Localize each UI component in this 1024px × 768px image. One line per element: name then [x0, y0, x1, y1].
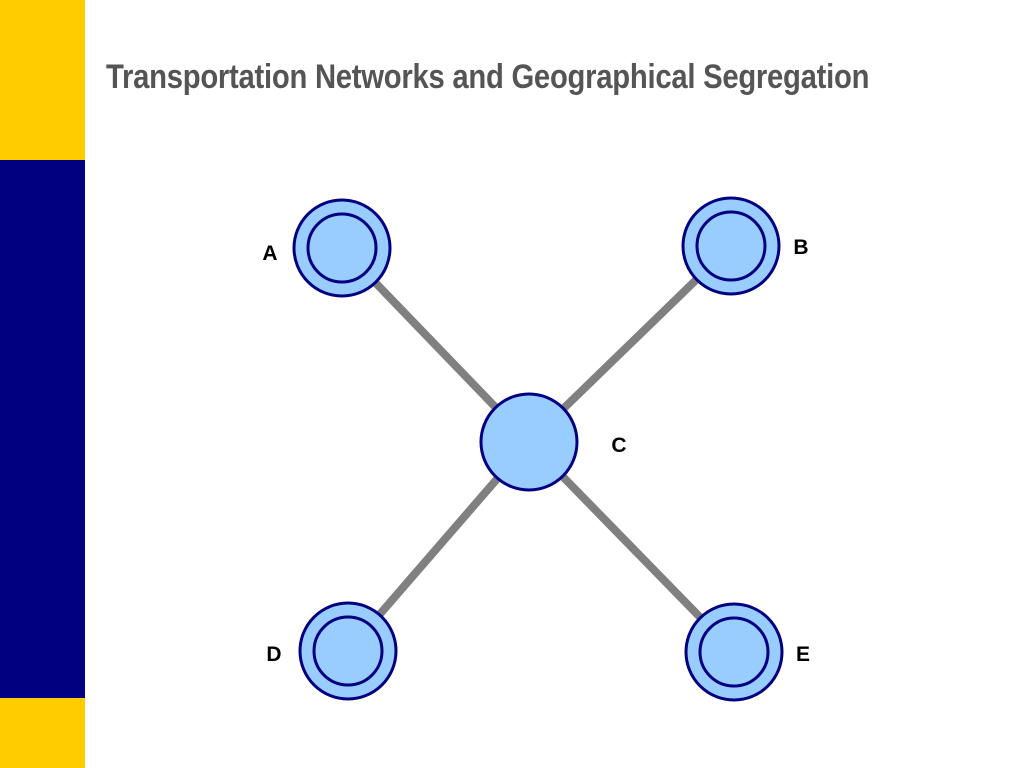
- node-labels: A B C D E: [262, 236, 810, 666]
- node-label-a: A: [262, 242, 277, 265]
- node-a-inner-circle: [306, 212, 378, 284]
- slide-title: Transportation Networks and Geographical…: [106, 58, 870, 96]
- node-label-b: B: [793, 236, 808, 259]
- node-label-d: D: [266, 643, 281, 666]
- nodes: [292, 196, 784, 702]
- node-label-c: C: [611, 434, 626, 457]
- node-d: [298, 601, 398, 701]
- node-d-inner-circle: [312, 615, 384, 687]
- accent-bar-middle: [0, 160, 85, 698]
- accent-bar-bottom: [0, 698, 85, 768]
- node-e-inner-circle: [698, 616, 770, 688]
- accent-bar-top: [0, 0, 85, 160]
- node-a: [292, 198, 392, 298]
- node-label-e: E: [796, 643, 810, 666]
- node-e: [684, 602, 784, 702]
- node-b-inner-circle: [695, 210, 767, 282]
- node-b: [681, 196, 781, 296]
- node-c: [479, 392, 579, 492]
- node-c-outer-circle: [479, 392, 579, 492]
